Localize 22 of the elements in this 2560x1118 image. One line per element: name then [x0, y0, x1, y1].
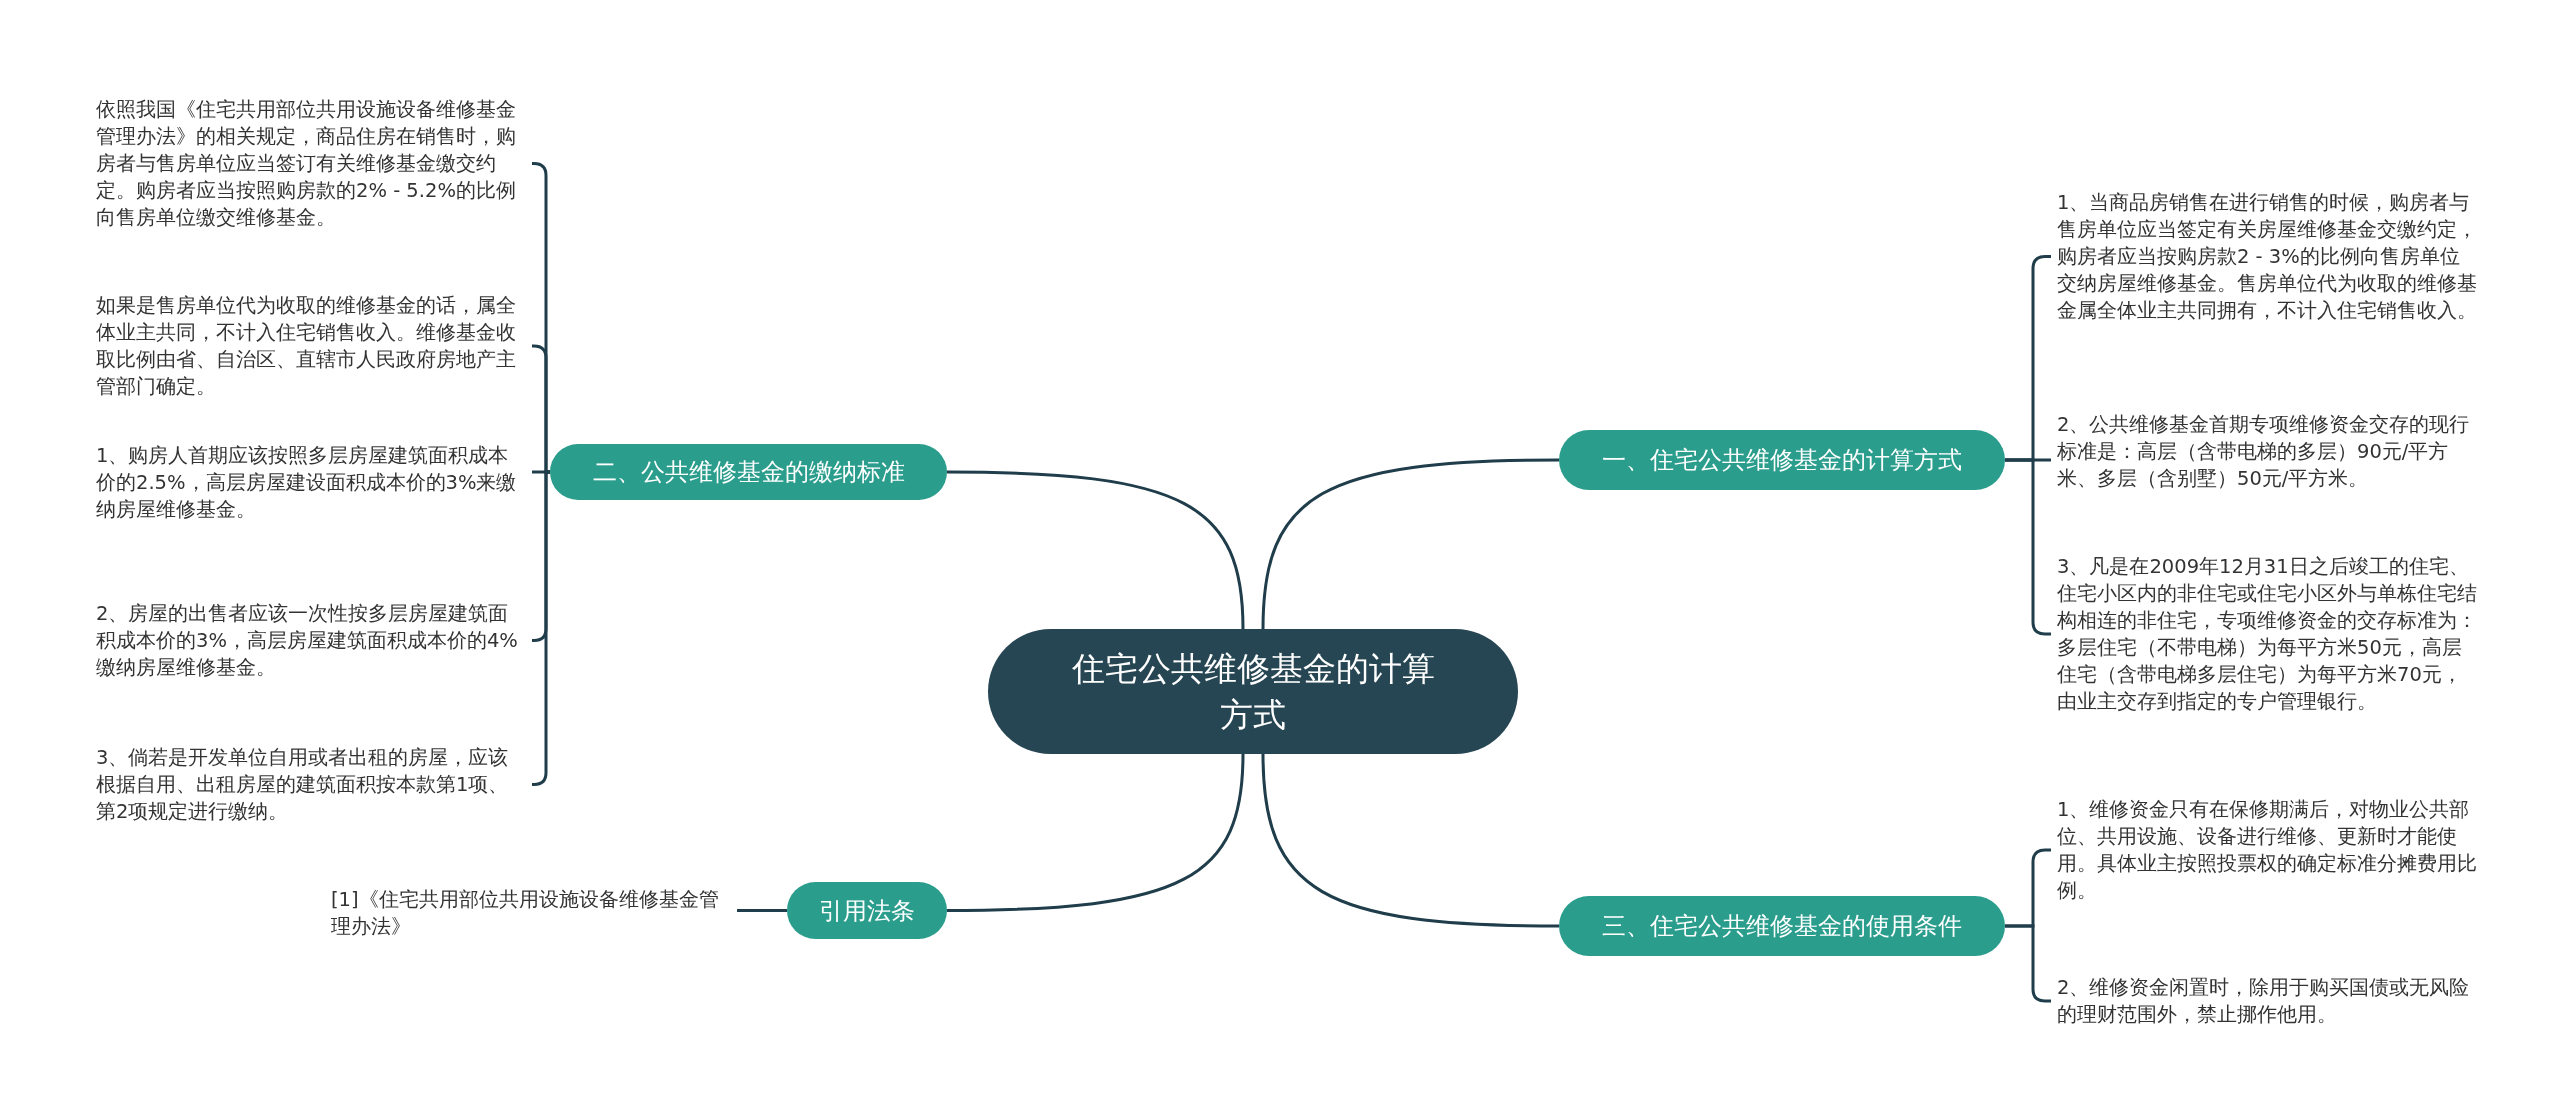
- connector-line: [1261, 458, 1560, 630]
- note-text: 2、公共维修基金首期专项维修资金交存的现行标准是：高层（含带电梯的多层）90元/平方米、多层（含别墅）50元/平方米。: [2057, 411, 2477, 492]
- note-text: 1、购房人首期应该按照多层房屋建筑面积成本价的2.5%，高层房屋建设面积成本价的3%来缴纳房屋维修基金。: [96, 442, 526, 523]
- note-text: 1、维修资金只有在保修期满后，对物业公共部位、共用设施、设备进行维修、更新时才能使用。具体业主按照投票权的确定标准分摊费用比例。: [2057, 796, 2477, 904]
- connector-line: [947, 470, 1245, 630]
- note-text: 3、倘若是开发单位自用或者出租的房屋，应该根据自用、出租房屋的建筑面积按本款第1项、第2项规定进行缴纳。: [96, 744, 526, 825]
- branch-topic: 三、住宅公共维修基金的使用条件: [1559, 896, 2005, 956]
- branch-topic: 二、公共维修基金的缴纳标准: [550, 444, 947, 500]
- note-text: 1、当商品房销售在进行销售的时候，购房者与售房单位应当签定有关房屋维修基金交缴约定，购房者应当按购房款2 - 3%的比例向售房单位交纳房屋维修基金。售房单位代为收取的维修基金属全体业主共同拥有，不计入住宅销售收入。: [2057, 189, 2477, 324]
- connector-line: [947, 753, 1245, 912]
- branch-topic: 引用法条: [787, 882, 947, 939]
- note-text: 2、房屋的出售者应该一次性按多层房屋建筑面积成本价的3%，高层房屋建筑面积成本价的4%缴纳房屋维修基金。: [96, 600, 526, 681]
- connector-line: [531, 344, 550, 474]
- connector-line: [737, 909, 787, 912]
- central-topic: 住宅公共维修基金的计算方式: [988, 629, 1518, 754]
- note-text: 2、维修资金闲置时，除用于购买国债或无风险的理财范围外，禁止挪作他用。: [2057, 974, 2477, 1028]
- note-text: 如果是售房单位代为收取的维修基金的话，属全体业主共同，不计入住宅销售收入。维修基金收取比例由省、自治区、直辖市人民政府房地产主管部门确定。: [96, 292, 526, 400]
- connector-line: [1261, 753, 1560, 928]
- note-text: 3、凡是在2009年12月31日之后竣工的住宅、住宅小区内的非住宅或住宅小区外与单栋住宅结构相连的非住宅，专项维修资金的交存标准为：多层住宅（不带电梯）为每平方米50元，高层住宅（含带电梯多层住宅）为每平方米70元，由业主交存到指定的专户管理银行。: [2057, 553, 2477, 715]
- branch-topic: 一、住宅公共维修基金的计算方式: [1559, 430, 2005, 490]
- citation-text: [1]《住宅共用部位共用设施设备维修基金管理办法》: [331, 886, 731, 940]
- note-text: 依照我国《住宅共用部位共用设施设备维修基金管理办法》的相关规定，商品住房在销售时，购房者与售房单位应当签订有关维修基金缴交约定。购房者应当按照购房款的2% - 5.2%的比例向售房单位缴交维修基金。: [96, 96, 526, 231]
